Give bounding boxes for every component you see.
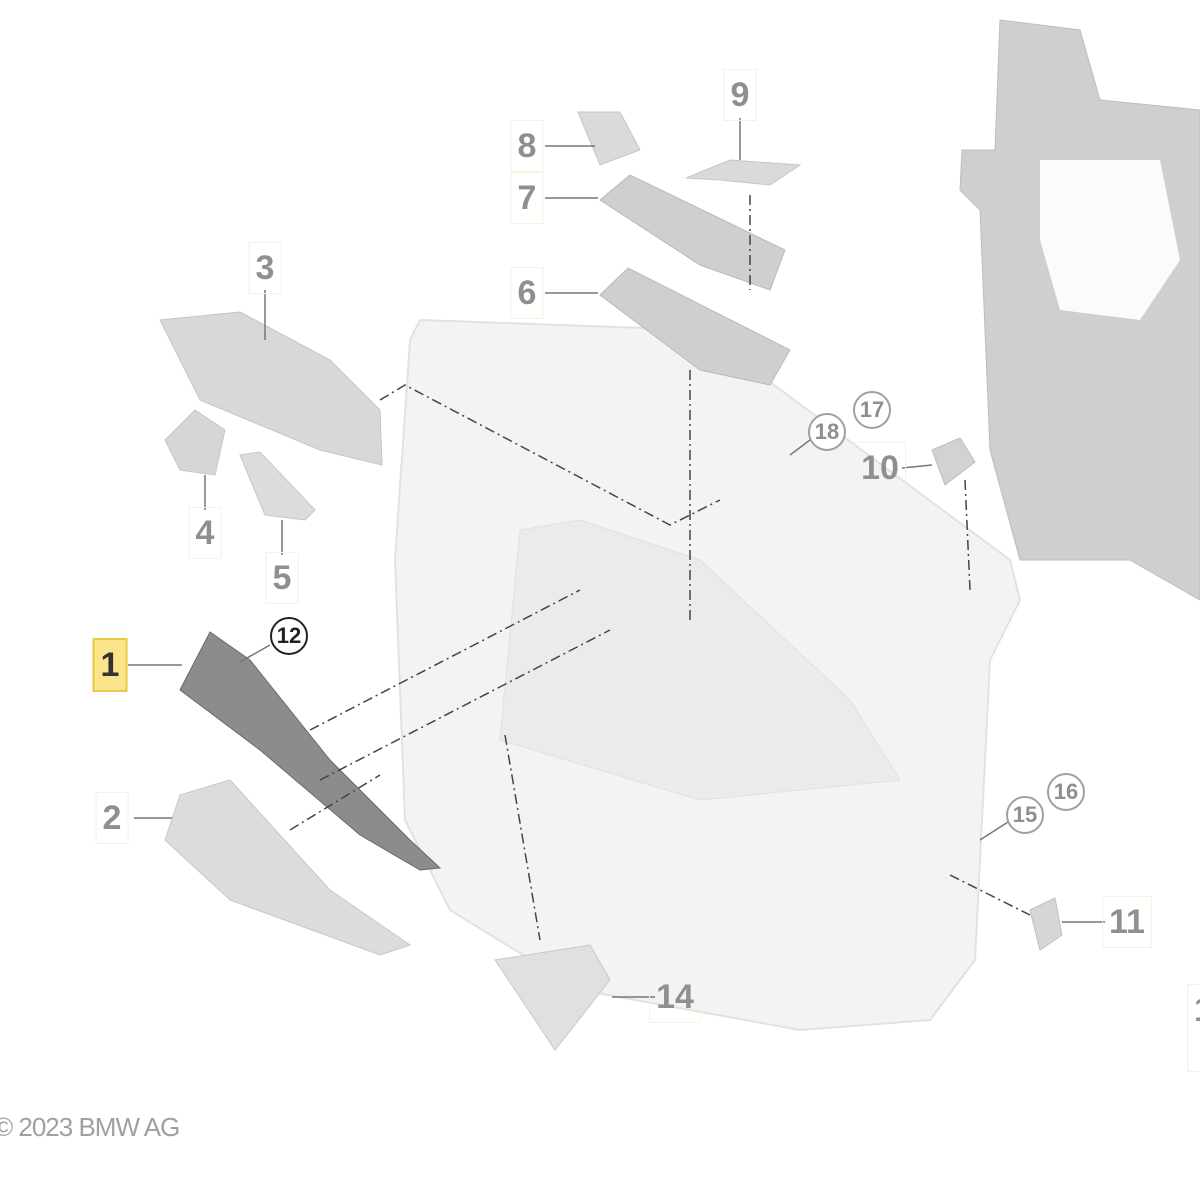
part-9 [685,159,802,186]
part-10 [931,437,976,486]
part-4 [164,409,226,476]
part-8 [577,111,641,166]
part-3 [159,311,383,466]
part-label-8[interactable]: 8 [510,120,544,172]
part-label-6[interactable]: 6 [510,267,544,319]
part-label-9[interactable]: 9 [723,69,757,121]
part-label-2[interactable]: 2 [95,792,129,844]
part-circle-16[interactable]: 16 [1047,773,1085,811]
part-5 [239,451,316,521]
part-label-11[interactable]: 11 [1102,896,1152,948]
part-1 [179,631,442,871]
part-2 [164,779,412,956]
part-label-13[interactable]: 13 [1187,984,1200,1072]
part-label-4[interactable]: 4 [188,507,222,559]
part-label-10[interactable]: 10 [854,442,906,494]
part-label-7[interactable]: 7 [510,172,544,224]
part-circle-18[interactable]: 18 [808,413,846,451]
part-label-14[interactable]: 14 [649,971,701,1023]
part-circle-15[interactable]: 15 [1006,796,1044,834]
carrier-cutout [1040,160,1180,320]
part-14 [494,944,611,1051]
part-circle-17[interactable]: 17 [853,391,891,429]
part-7 [599,174,786,291]
part-label-3[interactable]: 3 [248,242,282,294]
part-11 [1029,897,1063,951]
part-label-5[interactable]: 5 [265,552,299,604]
part-label-1[interactable]: 1 [92,638,128,692]
part-circle-12[interactable]: 12 [270,617,308,655]
part-6 [599,267,791,386]
copyright-text: © 2023 BMW AG [0,1112,180,1142]
